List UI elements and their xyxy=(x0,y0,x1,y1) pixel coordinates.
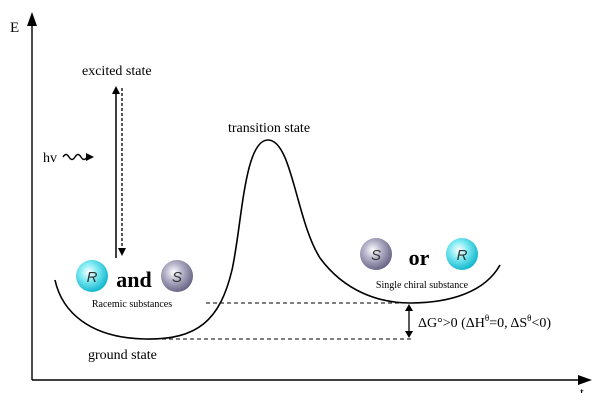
energy-gap-label: ΔG°>0 (ΔHθ=0, ΔSθ<0) xyxy=(418,313,551,331)
excited-state-label: excited state xyxy=(82,64,152,79)
left-well-group: R and S Racemic substances xyxy=(76,260,193,310)
x-axis-label: t xyxy=(580,386,584,393)
s-enantiomer-label: S xyxy=(172,269,182,286)
x-axis-arrow xyxy=(578,375,592,385)
ground-state-label: ground state xyxy=(88,348,157,363)
y-axis-label: E xyxy=(10,20,19,36)
racemic-caption: Racemic substances xyxy=(92,299,172,310)
transition-state-label: transition state xyxy=(228,121,310,136)
axes: E t xyxy=(10,12,592,393)
r-enantiomer-label: R xyxy=(87,269,98,286)
single-chiral-caption: Single chiral substance xyxy=(376,280,469,291)
left-conjunction: and xyxy=(116,267,151,292)
excitation-arrows xyxy=(112,86,126,258)
r-enantiomer-label-right: R xyxy=(457,247,468,264)
right-well-group: S or R Single chiral substance xyxy=(360,238,478,291)
hv-label: hv xyxy=(43,151,57,166)
s-enantiomer-label-right: S xyxy=(371,247,381,264)
energy-gap-arrow xyxy=(405,304,413,338)
right-conjunction: or xyxy=(409,245,430,270)
photon-wave-icon xyxy=(62,153,88,161)
s-enantiomer-sphere-right xyxy=(360,238,392,270)
photon-arrowhead-icon xyxy=(86,153,94,161)
y-axis-arrow xyxy=(27,12,37,26)
r-enantiomer-sphere-right xyxy=(446,238,478,270)
s-enantiomer-sphere xyxy=(161,260,193,292)
r-enantiomer-sphere xyxy=(76,260,108,292)
